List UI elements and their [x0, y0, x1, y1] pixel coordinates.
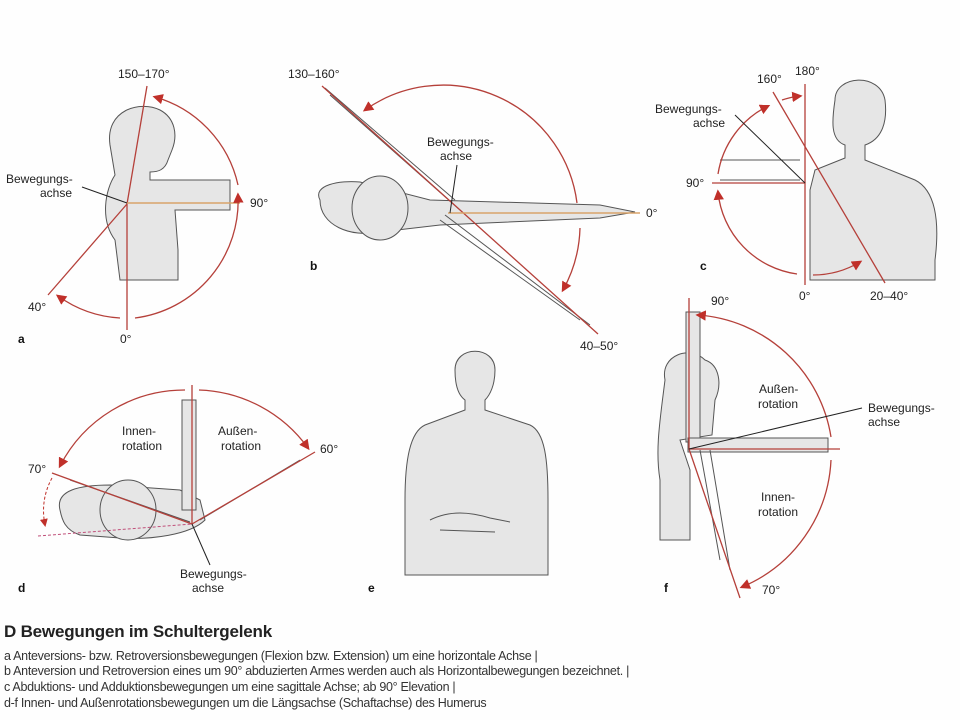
figure-e-hand	[429, 512, 511, 533]
panel-letter-f: f	[664, 581, 669, 595]
d-inner-label-1: Innen-	[122, 424, 156, 438]
f-axis-label-2: achse	[868, 415, 900, 429]
panel-b: 130–160° 0° 40–50° Bewegungs- achse b	[288, 67, 658, 353]
panel-letter-a: a	[18, 332, 25, 346]
d-axis-label-2: achse	[192, 581, 224, 595]
c-axis-pointer	[734, 114, 806, 184]
caption-line-c: c Abduktions- und Adduktionsbewegungen u…	[4, 680, 456, 694]
a-axis-label-1: Bewegungs-	[6, 172, 73, 186]
panel-a: 150–170° 90° 40° 0° Bewegungs- achse a	[6, 67, 268, 346]
figure-d-forearm-up	[181, 399, 197, 511]
panel-e: e	[368, 350, 549, 595]
d-axis-pointer	[191, 523, 211, 566]
figure-b-head	[351, 175, 409, 241]
b-axis-label-1: Bewegungs-	[427, 135, 494, 149]
a-angle-top: 150–170°	[118, 67, 170, 81]
c-arc-top	[781, 91, 803, 103]
caption-line-d-f: d-f Innen- und Außenrotationsbewegungen …	[4, 696, 487, 710]
caption-line-a: a Anteversions- bzw. Retroversionsbewegu…	[4, 649, 538, 663]
panel-letter-c: c	[700, 259, 707, 273]
c-arc-upper	[717, 104, 771, 175]
b-angle-0: 0°	[646, 206, 658, 220]
figure-c-body	[809, 79, 938, 281]
d-angle-60: 60°	[320, 442, 338, 456]
c-axis-diagonal	[772, 91, 886, 284]
c-axis-label-2: achse	[693, 116, 725, 130]
panel-letter-b: b	[310, 259, 317, 273]
c-angle-160: 160°	[757, 72, 782, 86]
a-angle-40: 40°	[28, 300, 46, 314]
c-angle-90: 90°	[686, 176, 704, 190]
b-angle-top: 130–160°	[288, 67, 340, 81]
f-axis-70	[688, 448, 741, 599]
a-axis-top	[126, 85, 148, 205]
c-arc-adduction	[812, 260, 863, 276]
caption-line-b: b Anteversion und Retroversion eines um …	[4, 664, 630, 678]
panel-f: 90° 70° Außen- rotation Innen- rotation …	[657, 294, 935, 599]
f-arc-outer	[695, 310, 832, 438]
f-outer-label-2: rotation	[758, 397, 798, 411]
d-axis-label-1: Bewegungs-	[180, 567, 247, 581]
b-arc-upper	[362, 84, 578, 204]
panel-letter-d: d	[18, 581, 25, 595]
figure-e-body	[404, 350, 549, 576]
c-angle-adduction: 20–40°	[870, 289, 908, 303]
f-axis-label-1: Bewegungs-	[868, 401, 935, 415]
d-axis-60	[191, 451, 316, 525]
panel-c: 160° 180° 90° 0° 20–40° Bewegungs- achse…	[655, 64, 938, 303]
a-axis-pointer	[81, 186, 128, 204]
figure-f-body	[657, 352, 720, 541]
a-arc-upper	[152, 94, 239, 186]
c-arc-lower	[713, 189, 798, 275]
d-arc-inner	[58, 389, 186, 469]
a-angle-0: 0°	[120, 332, 132, 346]
figure-f-forearm-down	[699, 449, 731, 571]
f-arc-inner	[739, 459, 832, 589]
caption-title: D Bewegungen im Schultergelenk	[4, 622, 272, 641]
figure-b-arms	[324, 87, 591, 326]
figure-f-forearm-up	[685, 311, 701, 443]
c-angle-180: 180°	[795, 64, 820, 78]
d-angle-70: 70°	[28, 462, 46, 476]
c-angle-0: 0°	[799, 289, 811, 303]
c-axis-label-1: Bewegungs-	[655, 102, 722, 116]
figure-c-arm	[720, 159, 800, 181]
f-axis-pointer	[688, 407, 863, 450]
d-dashed-arc	[39, 477, 53, 527]
d-axis-70	[51, 472, 193, 525]
panel-d: Innen- rotation Außen- rotation 70° 60° …	[18, 385, 338, 595]
panel-letter-e: e	[368, 581, 375, 595]
b-axis-label-2: achse	[440, 149, 472, 163]
d-dashed-line	[37, 523, 193, 537]
a-angle-90: 90°	[250, 196, 268, 210]
d-inner-label-2: rotation	[122, 439, 162, 453]
a-arc-lower-right	[134, 192, 244, 319]
figure-f-arm	[687, 437, 829, 453]
a-axis-label-2: achse	[40, 186, 72, 200]
f-outer-label-1: Außen-	[759, 382, 798, 396]
b-arc-lower	[561, 227, 581, 293]
d-outer-label-1: Außen-	[218, 424, 257, 438]
d-arc-outer	[198, 389, 310, 451]
b-axis-pointer	[449, 164, 458, 214]
b-axis-diagonal	[321, 85, 599, 335]
f-angle-90: 90°	[711, 294, 729, 308]
d-outer-label-2: rotation	[221, 439, 261, 453]
a-axis-40	[47, 203, 128, 296]
f-inner-label-1: Innen-	[761, 490, 795, 504]
f-inner-label-2: rotation	[758, 505, 798, 519]
b-angle-bottom: 40–50°	[580, 339, 618, 353]
a-arc-back	[55, 294, 121, 319]
f-angle-70: 70°	[762, 583, 780, 597]
